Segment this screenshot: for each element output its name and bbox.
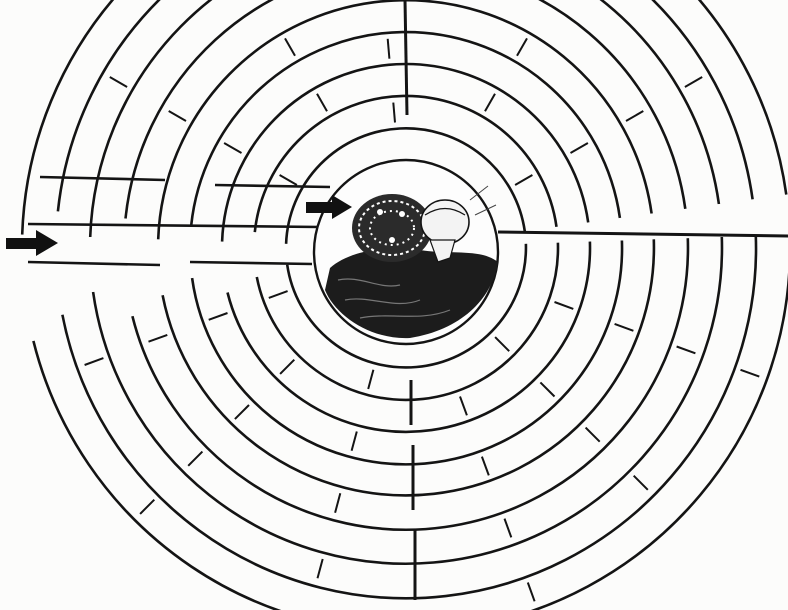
- maze-hook: [540, 382, 554, 396]
- maze-hook: [482, 457, 489, 476]
- maze-hook: [368, 370, 373, 389]
- maze-hook: [110, 77, 127, 87]
- maze-hook: [352, 432, 357, 451]
- upper-left-wall-1: [40, 177, 165, 180]
- maze-hook: [515, 175, 532, 185]
- maze-hook: [586, 428, 600, 442]
- small-egg: [421, 200, 469, 244]
- maze-hook: [615, 324, 634, 331]
- maze-hook: [685, 77, 702, 87]
- maze-hook: [317, 94, 327, 111]
- maze-hook: [188, 452, 202, 466]
- ornate-egg: [352, 194, 432, 262]
- maze-hook: [485, 94, 495, 111]
- entrance-corridor-lower-wall: [28, 262, 160, 265]
- maze-hook: [280, 360, 294, 374]
- maze-hook: [388, 39, 390, 59]
- maze-hook: [528, 583, 535, 602]
- maze-hook: [224, 143, 241, 153]
- maze-hook: [460, 397, 467, 416]
- maze-hook: [571, 143, 588, 153]
- maze-hook: [140, 500, 154, 514]
- maze-hook: [626, 111, 643, 121]
- maze-hook: [393, 103, 395, 123]
- maze-hook: [634, 476, 648, 490]
- entrance-corridor-upper-wall: [28, 224, 320, 227]
- maze-hook: [269, 291, 288, 298]
- maze-hook: [555, 302, 574, 309]
- maze-hook: [85, 358, 104, 365]
- maze-hook: [169, 111, 186, 121]
- maze-hook: [741, 370, 760, 377]
- maze-hook: [235, 405, 249, 419]
- maze-hook: [677, 347, 696, 354]
- maze-hook: [505, 519, 512, 538]
- entrance-arrow-icon: [6, 230, 58, 256]
- maze-hook: [280, 175, 297, 185]
- inner-left-wall: [190, 262, 312, 264]
- maze-hook: [517, 38, 527, 55]
- maze-hook: [209, 313, 228, 320]
- maze-hook: [335, 493, 340, 512]
- right-divider: [498, 232, 788, 236]
- center-goal-illustration: [314, 160, 498, 344]
- maze-hook: [318, 559, 323, 578]
- top-divider: [405, 0, 407, 115]
- maze-hook: [495, 337, 509, 351]
- maze-hook: [285, 38, 295, 55]
- maze-hook: [149, 335, 168, 342]
